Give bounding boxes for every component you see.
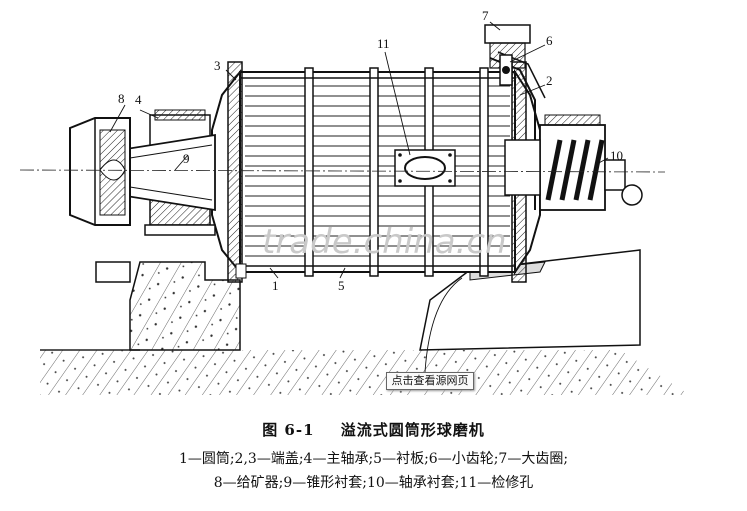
leader-lines (109, 21, 609, 373)
callout-4: 4 (135, 92, 142, 107)
inspection-hole (394, 149, 456, 187)
figure-caption: 图 6-1 溢流式圆筒形球磨机 (0, 419, 747, 440)
watermark-text: trade.china.cn (262, 222, 507, 262)
legend-line-1: 1—圆筒;2,3—端盖;4—主轴承;5—衬板;6—小齿轮;7—大齿圈; (178, 451, 569, 467)
figure-title: 溢流式圆筒形球磨机 (340, 421, 485, 439)
source-tooltip[interactable]: 点击查看源网页 (386, 372, 474, 390)
feeder (69, 117, 131, 283)
bearing-liner-right (504, 114, 643, 211)
left-foundation (129, 261, 241, 351)
callout-8: 8 (118, 91, 125, 106)
callout-10: 10 (610, 148, 623, 163)
callout-11: 11 (377, 36, 390, 51)
callout-7: 7 (482, 8, 489, 23)
callout-9: 9 (183, 151, 190, 166)
pinion (499, 54, 513, 86)
callout-1: 1 (272, 278, 279, 293)
legend-line-2: 8—给矿器;9—锥形衬套;10—轴承衬套;11—检修孔 (213, 475, 534, 491)
drum-cylinder (239, 67, 516, 277)
center-axis (19, 169, 666, 173)
callout-3: 3 (214, 58, 221, 73)
callout-5: 5 (338, 278, 345, 293)
callout-2: 2 (546, 73, 553, 88)
callout-6: 6 (546, 33, 553, 48)
cone-liner (119, 133, 216, 212)
ground-section (40, 349, 690, 395)
left-end-cover (211, 61, 247, 283)
figure-number: 图 6-1 (262, 421, 315, 439)
